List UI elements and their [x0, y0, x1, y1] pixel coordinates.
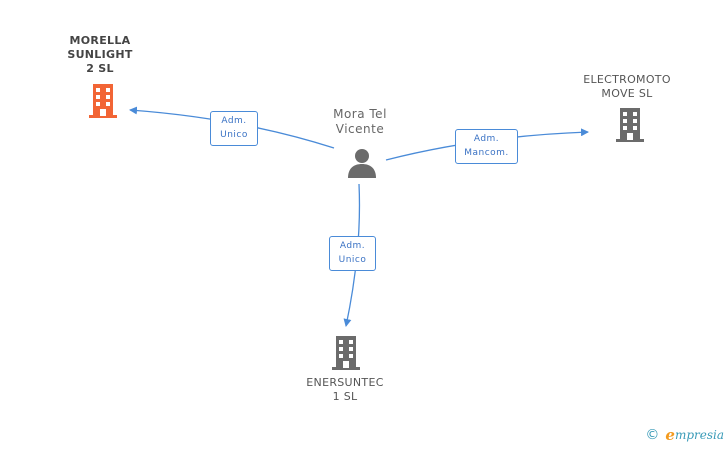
person-name-line: Vicente: [335, 122, 385, 136]
brand-logo-text: mpresia: [674, 428, 724, 442]
person-icon[interactable]: [346, 148, 378, 178]
role-line: Unico: [220, 130, 248, 140]
company-name-line: ENERSUNTEC: [306, 376, 384, 389]
role-box-enersuntec[interactable]: Adm. Unico: [329, 236, 376, 271]
copyright-icon: ©: [645, 427, 660, 443]
footer-brand: © e mpresia: [645, 426, 724, 444]
company-label-morella[interactable]: MORELLA SUNLIGHT 2 SL: [50, 34, 150, 76]
building-icon[interactable]: [87, 84, 119, 118]
person-name-line: Mora Tel: [333, 107, 387, 121]
building-icon[interactable]: [330, 336, 362, 370]
company-name-line: SUNLIGHT: [67, 48, 133, 61]
role-line: Adm.: [339, 241, 366, 251]
role-line: Adm.: [473, 134, 500, 144]
role-box-electromoto[interactable]: Adm. Mancom.: [455, 129, 518, 164]
role-box-morella[interactable]: Adm. Unico: [210, 111, 258, 146]
role-line: Adm.: [221, 116, 247, 126]
company-label-electromoto[interactable]: ELECTROMOTO MOVE SL: [572, 73, 682, 101]
brand-logo[interactable]: e mpresia: [665, 426, 724, 444]
brand-logo-initial: e: [665, 426, 675, 444]
company-name-line: 1 SL: [332, 390, 358, 403]
company-name-line: 2 SL: [86, 62, 114, 75]
company-name-line: MORELLA: [69, 34, 131, 47]
company-name-line: ELECTROMOTO: [583, 73, 671, 86]
person-label[interactable]: Mora Tel Vicente: [310, 107, 410, 137]
company-name-line: MOVE SL: [601, 87, 653, 100]
role-line: Unico: [338, 255, 367, 265]
company-label-enersuntec[interactable]: ENERSUNTEC 1 SL: [295, 376, 395, 404]
building-icon[interactable]: [614, 108, 646, 142]
role-line: Mancom.: [464, 148, 509, 158]
